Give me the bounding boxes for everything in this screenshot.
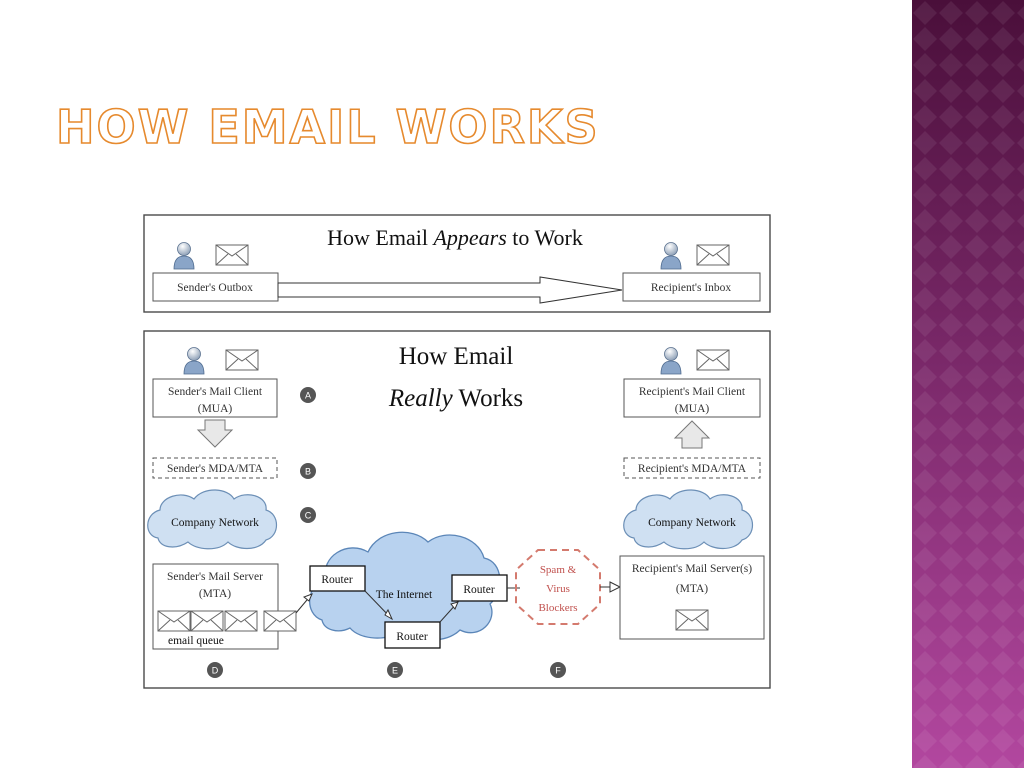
marker-c: C xyxy=(300,507,316,523)
sender-mua-label: (MUA) xyxy=(198,403,233,415)
company-network-right-label: Company Network xyxy=(648,517,736,529)
svg-text:D: D xyxy=(212,666,219,676)
arrowhead-icon xyxy=(384,608,394,621)
company-network-left-label: Company Network xyxy=(171,517,259,529)
recipient-server-mta-label: (MTA) xyxy=(676,583,708,595)
router-box-2 xyxy=(384,621,441,649)
marker-d: D xyxy=(207,662,223,678)
sender-envelope-icon xyxy=(225,349,259,371)
router-box-3 xyxy=(451,574,508,602)
really-title-line1: How Email xyxy=(399,343,514,370)
marker-b: B xyxy=(300,463,316,479)
svg-text:A: A xyxy=(305,391,311,401)
recipient-envelope-icon xyxy=(696,349,730,371)
recipient-mail-server-label: Recipient's Mail Server(s) xyxy=(632,563,752,575)
company-network-cloud-left xyxy=(147,489,278,550)
arrowhead-icon xyxy=(303,593,313,602)
sender-mda-label: Sender's MDA/MTA xyxy=(167,463,264,475)
router-label: Router xyxy=(463,584,494,596)
slide-title: How Email Works xyxy=(55,100,600,154)
direct-delivery-arrow xyxy=(277,276,623,304)
svg-text:B: B xyxy=(305,467,311,477)
recipient-inbox-label: Recipient's Inbox xyxy=(651,282,732,294)
spam-label-line3: Blockers xyxy=(538,602,577,614)
appears-panel: How Email Appears to Work Sender's Outbo… xyxy=(143,214,771,313)
queued-envelope-icon xyxy=(190,610,224,632)
internet-label: The Internet xyxy=(376,589,433,601)
recipient-mail-client-label: Recipient's Mail Client xyxy=(639,386,746,398)
email-queue-label: email queue xyxy=(168,635,224,647)
sender-outbox-label: Sender's Outbox xyxy=(177,282,253,294)
arrowhead-icon xyxy=(609,581,622,593)
recipient-mua-label: (MUA) xyxy=(675,403,710,415)
sender-server-mta-label: (MTA) xyxy=(199,588,231,600)
router-label: Router xyxy=(396,631,427,643)
appears-title: How Email Appears to Work xyxy=(327,225,583,250)
queued-envelope-icon xyxy=(224,610,258,632)
svg-text:C: C xyxy=(305,511,312,521)
sender-envelope-icon xyxy=(215,244,249,266)
queued-envelope-icon xyxy=(157,610,191,632)
spam-label-line2: Virus xyxy=(546,583,570,595)
email-flow-diagram: How Email Appears to Work Sender's Outbo… xyxy=(143,214,771,689)
marker-f: F xyxy=(550,662,566,678)
svg-text:E: E xyxy=(392,666,398,676)
really-panel: How Email Really Works Sender's Mail Cli… xyxy=(143,330,771,689)
really-title-line2: Really Works xyxy=(388,385,523,412)
recipient-mda-label: Recipient's MDA/MTA xyxy=(638,463,747,475)
arrowhead-icon xyxy=(450,601,459,610)
decorative-side-band xyxy=(912,0,1024,768)
router-label: Router xyxy=(321,574,352,586)
svg-text:F: F xyxy=(555,666,561,676)
spam-label-line1: Spam & xyxy=(540,564,577,576)
up-arrow-icon xyxy=(673,420,711,449)
company-network-cloud-right xyxy=(623,489,754,550)
down-arrow-icon xyxy=(196,419,234,448)
spam-virus-blocker-octagon xyxy=(515,549,601,625)
sender-mail-server-label: Sender's Mail Server xyxy=(167,571,263,583)
outgoing-envelope-icon xyxy=(263,610,297,632)
marker-e: E xyxy=(387,662,403,678)
sender-mail-client-label: Sender's Mail Client xyxy=(168,386,263,398)
marker-a: A xyxy=(300,387,316,403)
delivered-envelope-icon xyxy=(675,609,709,631)
recipient-envelope-icon xyxy=(696,244,730,266)
router-box-1 xyxy=(309,565,366,592)
